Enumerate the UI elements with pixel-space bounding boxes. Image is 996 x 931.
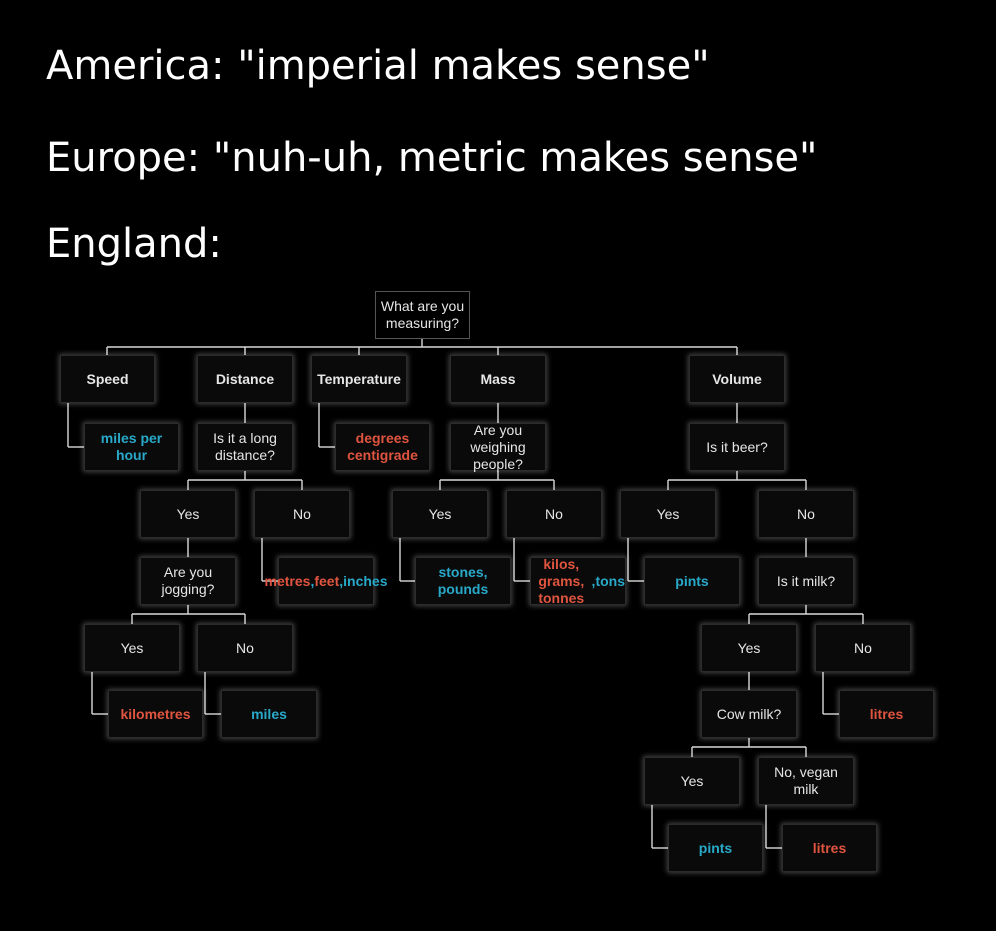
node-miles: miles	[221, 690, 317, 738]
node-kilos-tonnes-tons: kilos, grams, tonnes, tons	[530, 555, 626, 606]
node-kilos-tonnes-tons-part: tons	[595, 572, 625, 589]
node-milk-no: No	[815, 624, 911, 672]
node-mass-no: No	[506, 490, 602, 538]
node-dist-yes: Yes	[140, 490, 236, 538]
node-jog-yes: Yes	[84, 624, 180, 672]
node-metres-feet-inches-part: ,	[310, 572, 315, 589]
node-distance: Distance	[197, 355, 293, 403]
node-is-beer: Is it beer?	[689, 423, 785, 471]
node-metres-feet-inches-part: feet	[314, 572, 340, 589]
node-root: What are you measuring?	[375, 291, 470, 339]
node-is-milk: Is it milk?	[758, 557, 854, 605]
node-mass: Mass	[450, 355, 546, 403]
node-dist-no: No	[254, 490, 350, 538]
node-speed: Speed	[60, 355, 155, 403]
node-pints-beer: pints	[644, 557, 740, 605]
caption-america: America: "imperial makes sense"	[46, 43, 710, 89]
caption-england: England:	[46, 221, 222, 267]
node-stones-pounds: stones, pounds	[415, 557, 511, 605]
node-litres-vegan: litres	[782, 824, 877, 872]
node-vegan-milk: No, vegan milk	[758, 757, 854, 805]
caption-europe: Europe: "nuh-uh, metric makes sense"	[46, 135, 818, 181]
node-milk-yes: Yes	[701, 624, 797, 672]
node-cow-yes: Yes	[644, 757, 740, 805]
node-pints-cow: pints	[668, 824, 763, 872]
node-metres-feet-inches-part: ,	[339, 572, 344, 589]
node-mass-yes: Yes	[392, 490, 488, 538]
node-jogging: Are you jogging?	[140, 557, 236, 605]
node-metres-feet-inches: metres, feet, inches	[265, 557, 387, 605]
node-beer-yes: Yes	[620, 490, 716, 538]
node-centigrade: degrees centigrade	[335, 423, 430, 471]
node-kilos-tonnes-tons-part: ,	[591, 572, 596, 589]
node-metres-feet-inches-part: metres	[264, 572, 311, 589]
node-beer-no: No	[758, 490, 854, 538]
node-volume: Volume	[689, 355, 785, 403]
node-weighing-people: Are you weighing people?	[450, 422, 546, 472]
node-metres-feet-inches-part: inches	[343, 572, 388, 589]
node-jog-no: No	[197, 624, 293, 672]
node-temperature: Temperature	[311, 355, 407, 403]
node-long-distance: Is it a long distance?	[197, 423, 293, 471]
node-kilos-tonnes-tons-part: kilos, grams, tonnes	[538, 555, 585, 606]
node-cow-milk: Cow milk?	[701, 690, 797, 738]
node-kilometres: kilometres	[108, 690, 203, 738]
node-litres-milk-no: litres	[839, 690, 934, 738]
node-mph: miles per hour	[84, 423, 179, 471]
